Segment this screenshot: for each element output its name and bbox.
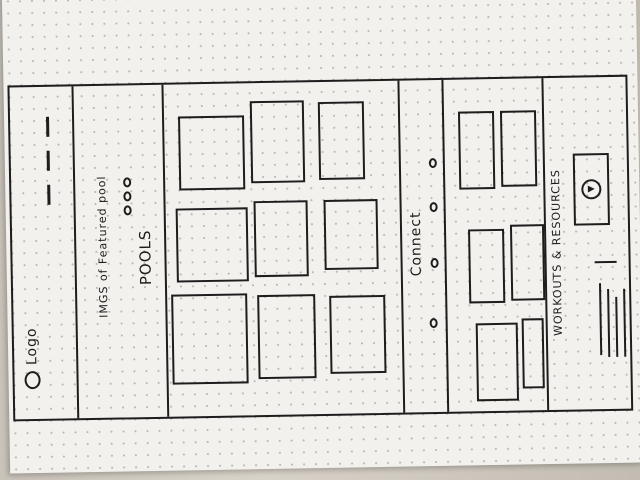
workout-thumbnail[interactable] (457, 110, 496, 190)
social-icon[interactable] (429, 201, 438, 213)
pool-card[interactable] (178, 115, 246, 191)
workout-thumbnail[interactable] (509, 224, 546, 301)
social-icon[interactable] (428, 158, 437, 169)
header-bar: Logo (9, 86, 80, 420)
carousel-dot-2[interactable] (123, 191, 132, 202)
hero-section: IMGS of Featured pool POOLS (73, 84, 170, 419)
connect-title: Connect (407, 211, 425, 277)
workout-thumbnail[interactable] (475, 322, 520, 402)
nav-dash-2[interactable] (46, 150, 53, 171)
menu-line-1 (598, 283, 603, 356)
workout-thumbnail[interactable] (521, 318, 545, 389)
nav-dash-1[interactable] (45, 116, 53, 137)
logo-text[interactable]: Logo (23, 327, 41, 366)
menu-line-3 (615, 296, 619, 357)
workouts-thumbnails (443, 78, 550, 412)
play-icon[interactable]: ▶ (581, 179, 602, 200)
menu-line-4 (623, 288, 627, 357)
divider (594, 260, 617, 264)
circle-logo-icon[interactable] (24, 370, 41, 390)
pool-card[interactable] (175, 207, 249, 283)
workout-thumbnail[interactable] (468, 228, 506, 304)
pool-card[interactable] (253, 200, 309, 278)
pool-card[interactable] (257, 294, 317, 380)
social-icon[interactable] (430, 257, 439, 269)
connect-section: Connect (399, 79, 450, 413)
menu-line-2 (607, 289, 611, 358)
hero-caption: IMGS of Featured pool (95, 175, 111, 318)
pool-card[interactable] (323, 199, 379, 270)
nav-dash-3[interactable] (47, 184, 54, 205)
social-icon[interactable] (429, 318, 438, 329)
carousel-dot-1[interactable] (123, 205, 132, 216)
workouts-resources-section: WORKOUTS & RESOURCES ▶ (543, 77, 631, 410)
workout-thumbnail[interactable] (499, 110, 538, 187)
carousel-dot-3[interactable] (123, 177, 132, 188)
pool-card[interactable] (249, 100, 306, 184)
wireframe-frame: Logo IMGS of Featured pool POOLS Connect (7, 74, 634, 422)
pool-card[interactable] (317, 101, 366, 181)
pool-card[interactable] (171, 293, 249, 385)
pools-title: POOLS (135, 229, 155, 286)
video-card[interactable]: ▶ (572, 153, 610, 226)
pool-card[interactable] (329, 294, 387, 374)
workouts-title: WORKOUTS & RESOURCES (548, 169, 565, 337)
pools-section (163, 80, 406, 417)
